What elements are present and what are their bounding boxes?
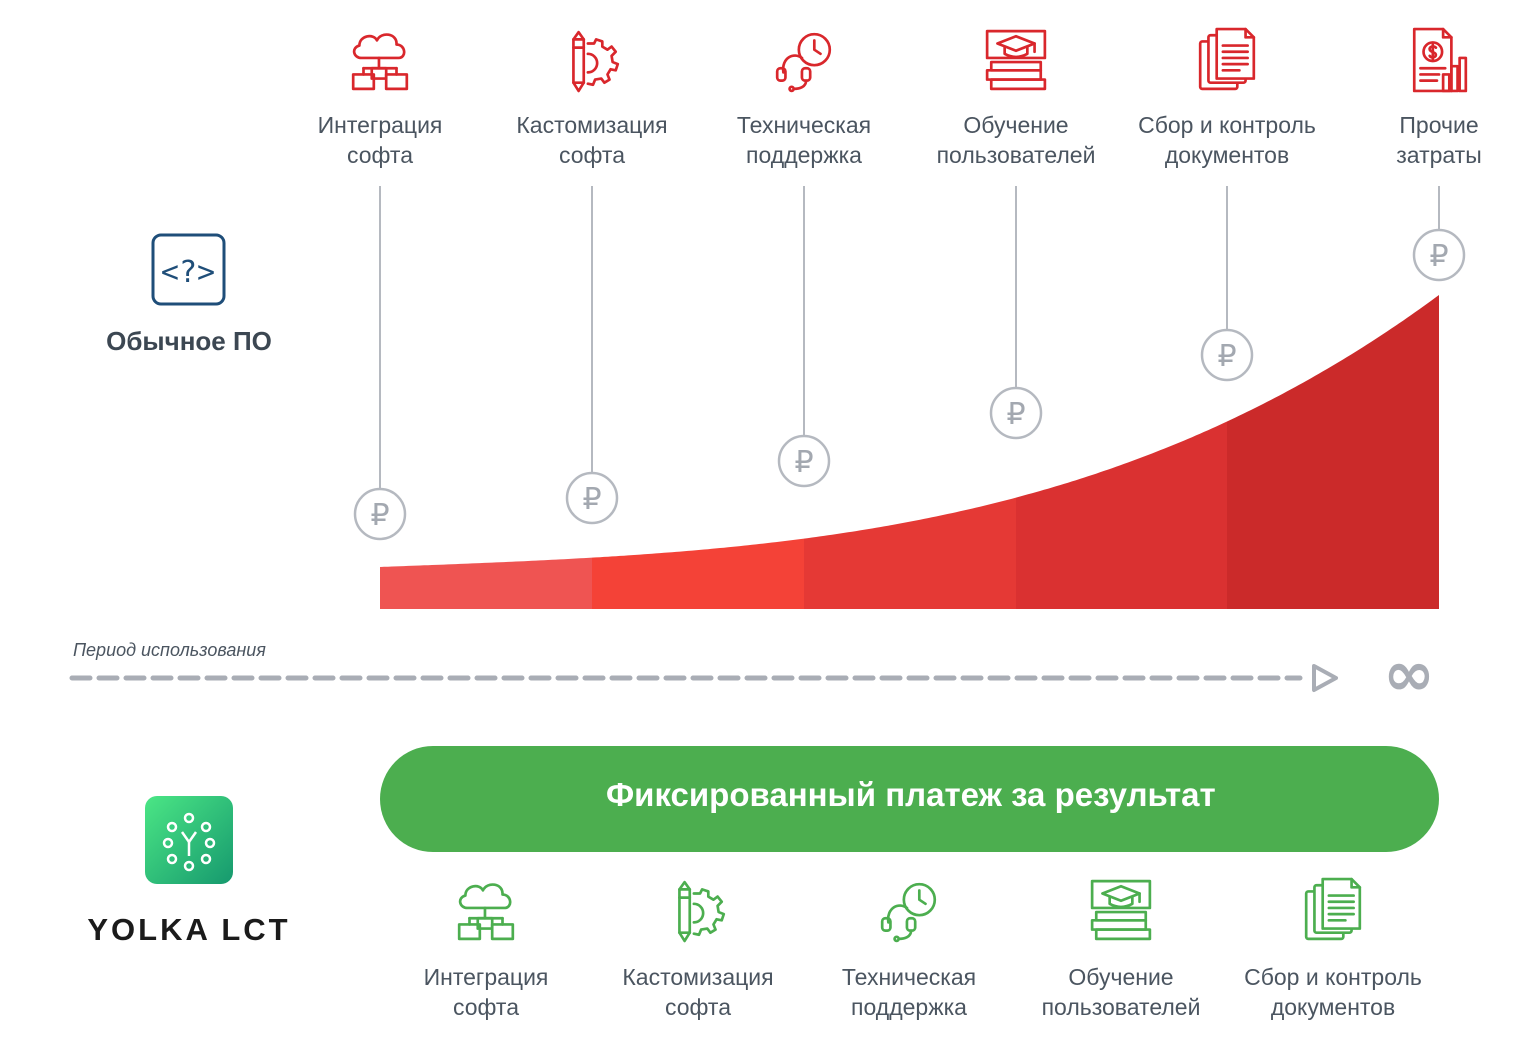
included-item-label-line2: софта <box>452 994 520 1020</box>
cloud-network-icon <box>457 883 515 941</box>
ruble-coin-icon <box>989 386 1043 440</box>
cost-item-label-line1: Техническая <box>736 112 872 138</box>
included-item-label-line1: Сбор и контроль <box>1244 964 1422 990</box>
included-item-label-line1: Обучение <box>1068 964 1174 990</box>
svg-text:<?>: <?> <box>161 255 215 290</box>
ruble-coin-symbol: ₽ <box>794 445 813 480</box>
ruble-coin-icon <box>565 471 619 525</box>
headset-clock-icon <box>775 32 832 93</box>
cost-item-label-line2: поддержка <box>746 142 862 168</box>
cost-item-label: Обучение пользователей <box>906 110 1126 170</box>
cost-item-label-line2: затраты <box>1396 142 1482 168</box>
included-item-label-line2: поддержка <box>851 994 967 1020</box>
cost-item-label-line2: софта <box>346 142 414 168</box>
conventional-software-title: Обычное ПО <box>106 326 272 356</box>
cost-item-label-line1: Сбор и контроль <box>1138 112 1316 138</box>
ruble-coin-icon <box>353 487 407 541</box>
graduation-books-icon <box>985 29 1047 91</box>
cost-item-label: Интеграция софта <box>270 110 490 170</box>
ruble-coin-symbol: ₽ <box>370 498 389 533</box>
included-item-label-line2: софта <box>664 994 732 1020</box>
fixed-payment-banner <box>380 746 1439 852</box>
cost-item-label: Техническая поддержка <box>694 110 914 170</box>
pencil-gear-icon <box>678 880 726 943</box>
money-report-icon <box>1412 27 1468 93</box>
included-item-label: Обучение пользователей <box>1011 962 1231 1022</box>
ruble-coin-symbol: ₽ <box>1217 339 1236 374</box>
ruble-coin-icon <box>777 434 831 488</box>
infinity-icon: ∞ <box>1383 637 1435 710</box>
included-item-label-line2: документов <box>1270 994 1396 1020</box>
pencil-gear-icon <box>572 30 620 93</box>
graduation-books-icon <box>1090 879 1152 941</box>
cost-area-segment <box>592 538 804 609</box>
documents-icon <box>1198 27 1256 91</box>
cost-item-label: Сбор и контроль документов <box>1117 110 1337 170</box>
cost-item-label-line1: Кастомизация <box>516 112 668 138</box>
included-item-label: Сбор и контроль документов <box>1223 962 1443 1022</box>
code-question-icon: <?> <box>151 233 226 306</box>
ruble-coin-symbol: ₽ <box>1429 239 1448 274</box>
cost-area-segment <box>380 557 592 609</box>
cost-item-label-line1: Прочие <box>1399 112 1479 138</box>
cost-area-segment <box>804 497 1016 609</box>
usage-period-label: Период использования <box>73 640 266 660</box>
ruble-coin-icon <box>1200 328 1254 382</box>
cost-item-label-line1: Обучение <box>963 112 1069 138</box>
cost-item-label-line2: софта <box>558 142 626 168</box>
cost-item-label-line1: Интеграция <box>317 112 443 138</box>
fixed-payment-label: Фиксированный платеж за результат <box>606 776 1216 813</box>
included-item-label-line1: Кастомизация <box>622 964 774 990</box>
timeline-arrow <box>69 664 1338 692</box>
cost-item-label-line2: документов <box>1164 142 1290 168</box>
documents-icon <box>1304 877 1362 941</box>
headset-clock-icon <box>880 882 937 943</box>
included-item-label: Кастомизация софта <box>588 962 808 1022</box>
cost-item-label-line2: пользователей <box>936 142 1096 168</box>
yolka-logo-icon <box>145 796 233 884</box>
yolka-product-name: YOLKA LCT <box>87 912 291 947</box>
included-item-label-line1: Интеграция <box>423 964 549 990</box>
ruble-coin-symbol: ₽ <box>1006 397 1025 432</box>
included-item-label-line1: Техническая <box>841 964 977 990</box>
cost-area-segment <box>1227 295 1439 609</box>
cost-area-segment <box>1016 421 1227 609</box>
included-item-label: Техническая поддержка <box>799 962 1019 1022</box>
ruble-coin-symbol: ₽ <box>582 482 601 517</box>
cost-item-label: Прочие затраты <box>1329 110 1521 170</box>
included-item-label-line2: пользователей <box>1041 994 1201 1020</box>
ruble-coin-icon <box>1412 228 1466 282</box>
cloud-network-icon <box>351 33 409 91</box>
included-item-label: Интеграция софта <box>376 962 596 1022</box>
cost-item-label: Кастомизация софта <box>482 110 702 170</box>
